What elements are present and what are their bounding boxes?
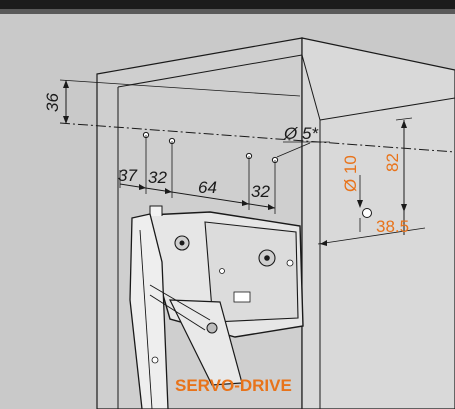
dim-arrow-4 xyxy=(268,204,275,210)
product-label: SERVO-DRIVE xyxy=(175,376,292,395)
dim-arrow-3 xyxy=(242,200,249,206)
dim-36-arrow-top xyxy=(63,80,69,88)
dim-82-text: 82 xyxy=(383,153,402,172)
top-strip-edge xyxy=(0,9,455,14)
panel-corner-edge xyxy=(301,54,321,121)
dim-36-text: 36 xyxy=(43,93,62,112)
dim-38-5-text: 38.5 xyxy=(376,217,409,236)
dim-36-arrow-bottom xyxy=(63,116,69,124)
dim-82-arrow-top xyxy=(401,120,407,128)
cabinet-top-inner-edge xyxy=(117,54,303,88)
dim-arrow-2 xyxy=(165,188,172,194)
dim-82-ext-top xyxy=(395,117,413,121)
dim-38-5-line xyxy=(317,227,426,245)
dim-38-5-arrow xyxy=(320,240,327,246)
top-reference-line xyxy=(59,79,301,97)
dim-64-text: 64 xyxy=(198,178,217,197)
hole-small-text: Ø 5* xyxy=(283,124,319,143)
dim-82-arrow-bottom xyxy=(401,204,407,212)
servo-drive-mechanism xyxy=(129,205,304,409)
hole-large xyxy=(362,208,372,218)
dim-32b-text: 32 xyxy=(251,182,270,201)
hole-centerline xyxy=(59,122,455,153)
hole-large-arrow xyxy=(357,200,363,208)
dim-arrow-1 xyxy=(139,184,146,190)
hole-large-text: Ø 10 xyxy=(341,155,360,192)
hole-small-leader xyxy=(276,142,311,158)
panel-side-top-edge xyxy=(319,97,455,121)
dim-37-text: 37 xyxy=(118,166,137,185)
dim-32a-text: 32 xyxy=(148,168,167,187)
